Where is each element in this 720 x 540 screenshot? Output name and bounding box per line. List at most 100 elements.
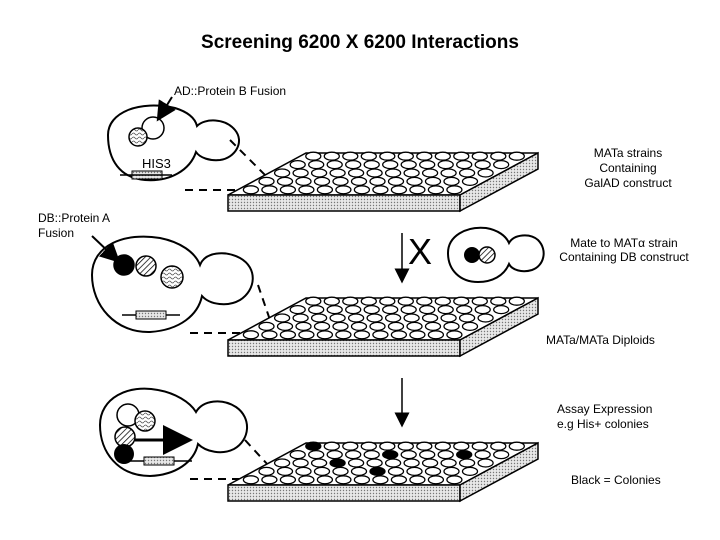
well xyxy=(379,151,396,161)
well xyxy=(458,458,476,468)
well xyxy=(471,296,488,306)
well xyxy=(453,296,470,306)
well xyxy=(427,330,445,340)
well xyxy=(308,449,325,460)
well xyxy=(316,475,334,485)
well xyxy=(308,159,325,170)
well xyxy=(289,304,306,315)
well xyxy=(350,466,368,477)
well xyxy=(421,313,439,323)
yeast-cell-mating-outline xyxy=(446,226,545,284)
well xyxy=(308,304,325,315)
well-colony xyxy=(305,441,322,451)
well xyxy=(437,304,454,315)
well xyxy=(292,313,309,323)
well xyxy=(345,449,362,460)
well xyxy=(456,159,473,170)
well xyxy=(360,151,377,161)
well xyxy=(342,151,359,161)
well xyxy=(456,304,473,315)
db-domain-circle-mating xyxy=(464,247,480,263)
well xyxy=(289,449,306,460)
well xyxy=(440,168,457,178)
well xyxy=(372,475,389,485)
ad-fusion-pointer xyxy=(156,96,176,122)
label-mata-1: MATa strains xyxy=(593,146,663,160)
well xyxy=(490,441,507,451)
projection-lines-2 xyxy=(190,284,271,334)
well xyxy=(493,304,510,315)
well xyxy=(242,185,260,195)
well xyxy=(390,475,408,485)
well xyxy=(397,151,414,161)
well-colony xyxy=(456,449,473,460)
ad-protein-b-circle-mid xyxy=(160,265,184,289)
well xyxy=(292,458,309,468)
plate-diploids-side xyxy=(459,296,539,358)
well xyxy=(424,176,442,187)
well xyxy=(387,176,405,187)
well xyxy=(360,296,377,306)
well xyxy=(461,176,479,187)
well xyxy=(453,151,470,161)
well xyxy=(446,185,463,195)
well xyxy=(424,321,442,332)
well xyxy=(366,313,383,323)
well xyxy=(409,185,426,195)
protein-a-circle-bottom xyxy=(114,426,136,448)
well xyxy=(508,296,525,306)
plate-diploids xyxy=(227,296,539,358)
well xyxy=(427,185,445,195)
well xyxy=(461,466,479,477)
well xyxy=(329,313,346,323)
well xyxy=(366,458,383,468)
yeast-cell-db xyxy=(90,235,254,334)
well xyxy=(403,313,420,323)
well xyxy=(289,159,306,170)
well xyxy=(434,296,451,306)
well xyxy=(298,185,315,195)
well xyxy=(295,176,312,187)
well xyxy=(335,475,352,485)
well xyxy=(416,151,433,161)
well xyxy=(347,168,365,178)
well xyxy=(329,168,346,178)
well xyxy=(416,441,433,451)
well xyxy=(360,441,377,451)
well xyxy=(384,168,402,178)
well xyxy=(242,330,260,340)
well xyxy=(313,321,331,332)
ad-circle-bottom xyxy=(134,410,156,432)
label-diploids: MATa/MATa Diploids xyxy=(546,333,655,347)
well xyxy=(326,449,343,460)
label-mate-1: Mate to MATα strain xyxy=(570,236,678,250)
plate-assay-front xyxy=(227,484,461,502)
well xyxy=(387,466,405,477)
cross-mark: X xyxy=(408,231,433,272)
well xyxy=(490,296,507,306)
well xyxy=(323,296,340,306)
well xyxy=(443,176,460,187)
well xyxy=(382,304,399,315)
well xyxy=(434,151,451,161)
well xyxy=(471,441,488,451)
well xyxy=(409,330,426,340)
well xyxy=(369,176,386,187)
well xyxy=(273,458,291,468)
well xyxy=(342,296,359,306)
well xyxy=(258,466,275,477)
well-colony xyxy=(329,458,346,468)
well xyxy=(397,296,414,306)
assay-gene-box xyxy=(143,456,175,466)
well xyxy=(335,185,352,195)
well-colony xyxy=(382,449,399,460)
well xyxy=(305,296,322,306)
well xyxy=(419,304,436,315)
well xyxy=(353,330,371,340)
well xyxy=(400,159,417,170)
well xyxy=(347,458,365,468)
db-circle-bottom xyxy=(114,444,134,464)
db-gene-box xyxy=(135,310,167,320)
well xyxy=(350,176,368,187)
well xyxy=(323,441,340,451)
